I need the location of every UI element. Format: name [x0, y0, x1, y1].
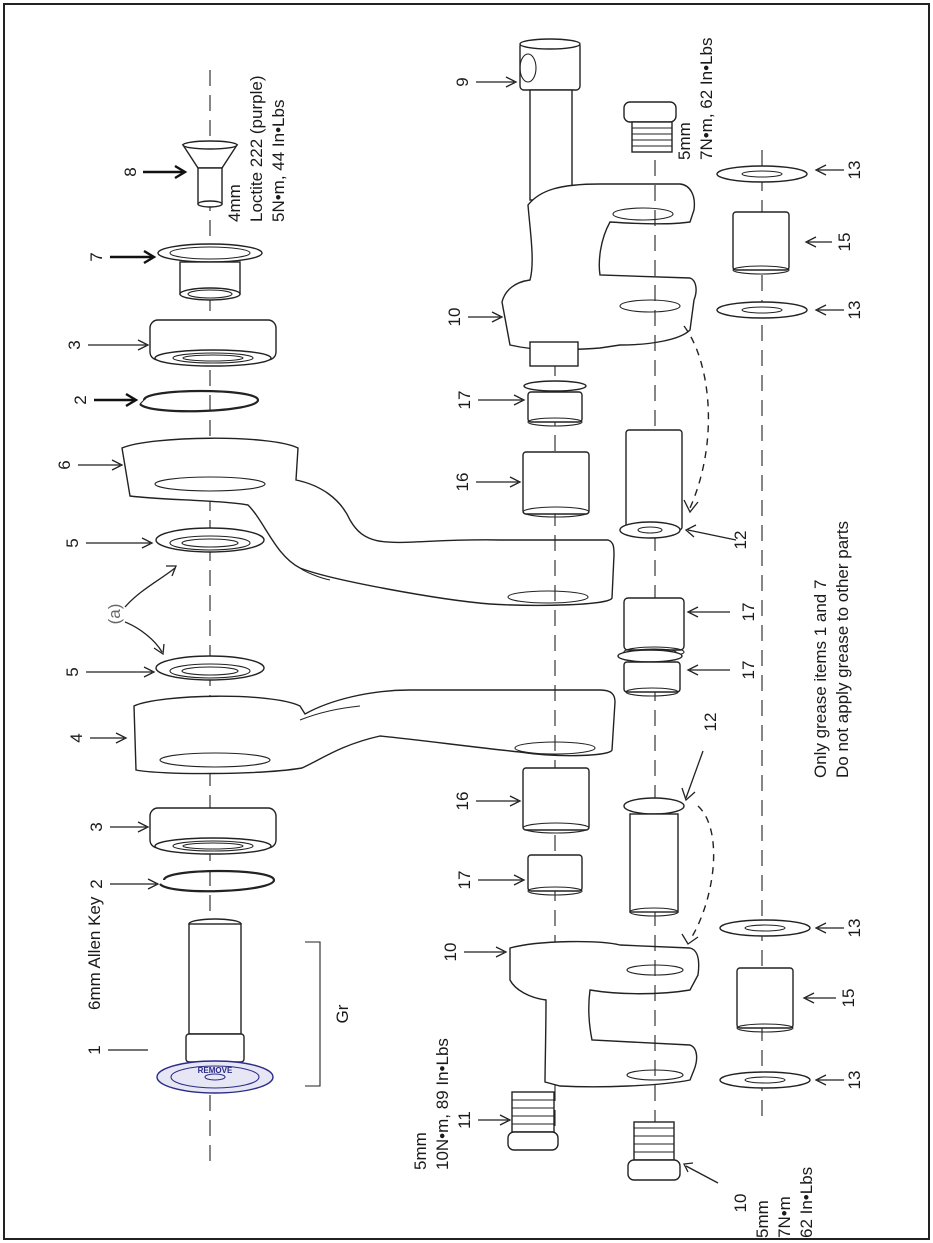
label-callout-a: (a) — [105, 604, 124, 625]
label-item5-top: 5 — [63, 538, 82, 547]
label-item9: 9 — [453, 77, 472, 86]
item16-spacer-bottom — [522, 767, 590, 834]
annotation-item10-torque2: 62 In•Lbs — [797, 1167, 816, 1238]
callout-a-arrow-top-head — [166, 565, 177, 577]
dashed-arrow-12-bottom-head — [681, 933, 699, 945]
annotation-allen-key: 6mm Allen Key — [85, 896, 104, 1010]
item9-bolt — [623, 101, 677, 153]
label-item17-d: 17 — [455, 871, 474, 890]
label-item11: 11 — [455, 1111, 474, 1129]
label-item7: 7 — [87, 252, 106, 261]
annotation-item9-torque: 7N•m, 62 In•Lbs — [697, 38, 716, 160]
dashed-arrow-12-top-head — [683, 499, 699, 514]
label-item8: 8 — [121, 167, 140, 176]
label-item3-top: 3 — [65, 340, 84, 349]
item9-shaft — [519, 38, 581, 201]
label-item2-top: 2 — [71, 395, 90, 404]
item5-seal-top — [155, 527, 265, 553]
label-item13-b: 13 — [845, 301, 864, 320]
label-item15-top: 15 — [835, 233, 854, 252]
label-item17-c: 17 — [739, 661, 758, 680]
item16-spacer-top — [522, 451, 590, 518]
item8-screw — [181, 140, 239, 208]
item10-link-bottom — [509, 940, 700, 1088]
label-item3-bottom: 3 — [87, 822, 106, 831]
item12-pin-top — [619, 429, 683, 539]
item2-circlip-bottom — [159, 869, 276, 893]
item15-spacer-bottom — [736, 967, 794, 1033]
item17-bushing-b — [623, 597, 685, 658]
item4-lower-link — [133, 689, 616, 775]
label-item13-c: 13 — [845, 919, 864, 938]
annotation-item11-tool: 5mm — [411, 1132, 430, 1170]
item17-bushing-d — [527, 854, 583, 896]
annotation-item8-torque: 5N•m, 44 In•Lbs — [269, 100, 288, 222]
item13-washer-b — [716, 301, 808, 319]
label-item6: 6 — [55, 460, 74, 469]
label-item10-bottom: 10 — [441, 943, 460, 962]
label-item16-top: 16 — [453, 473, 472, 492]
item6-upper-link — [121, 437, 615, 607]
annotation-grease-line1: Only grease items 1 and 7 — [811, 580, 830, 778]
label-item16-bottom: 16 — [453, 792, 472, 811]
item12-pin-bottom — [623, 797, 685, 917]
item17-bushing-a — [523, 380, 587, 427]
dashed-arrow-12-bottom — [689, 805, 715, 941]
item17-bushing-c — [617, 649, 683, 697]
item13-washer-a — [716, 165, 808, 183]
item3-bearing-top — [149, 319, 277, 367]
label-item13-a: 13 — [845, 161, 864, 180]
callout-a-arrow-bottom — [124, 621, 163, 653]
remove-cap-text: REMOVE — [198, 1066, 233, 1075]
item11-bolt — [507, 1091, 559, 1151]
item13-washer-d — [719, 1071, 811, 1089]
label-gr: Gr — [333, 1004, 352, 1023]
gr-bracket — [305, 941, 321, 1087]
dashed-arrow-12-top — [683, 325, 710, 509]
annotation-grease-line2: Do not apply grease to other parts — [833, 521, 852, 778]
label-item10-bolt: 10 — [731, 1194, 750, 1213]
callout-a-arrow-bottom-head — [153, 643, 165, 656]
item10-link-top — [501, 183, 697, 367]
label-item13-d: 13 — [845, 1071, 864, 1090]
annotation-item10-tool: 5mm — [753, 1200, 772, 1238]
item2-circlip-top — [139, 389, 260, 413]
annotation-item8-tool: 4mm — [225, 184, 244, 222]
label-item17-b: 17 — [739, 603, 758, 622]
callout-a-arrow-top — [124, 567, 176, 608]
label-item17-a: 17 — [455, 391, 474, 410]
label-item2-bottom: 2 — [87, 879, 106, 888]
label-item12-top: 12 — [731, 531, 750, 550]
label-item15-bottom: 15 — [839, 989, 858, 1008]
label-item5-bottom: 5 — [63, 667, 82, 676]
item15-spacer-top — [732, 211, 790, 275]
item10-bolt — [627, 1121, 681, 1181]
diagram-frame — [3, 3, 930, 1240]
label-item10-top: 10 — [445, 308, 464, 327]
item1-pivot-axle: REMOVE — [156, 918, 274, 1094]
item5-seal-bottom — [155, 655, 265, 681]
label-item1: 1 — [85, 1045, 104, 1054]
item7-flanged-bushing — [157, 243, 263, 301]
item3-bearing-bottom — [149, 807, 277, 855]
annotation-item10-torque1: 7N•m — [775, 1196, 794, 1238]
label-item4: 4 — [67, 733, 86, 742]
leader-arrows — [78, 76, 844, 1184]
annotation-item8-loctite: Loctite 222 (purple) — [247, 76, 266, 222]
annotation-item11-torque: 10N•m, 89 In•Lbs — [433, 1038, 452, 1170]
item13-washer-c — [719, 919, 811, 937]
label-item12-bottom: 12 — [701, 713, 720, 732]
annotation-item9-tool: 5mm — [675, 122, 694, 160]
